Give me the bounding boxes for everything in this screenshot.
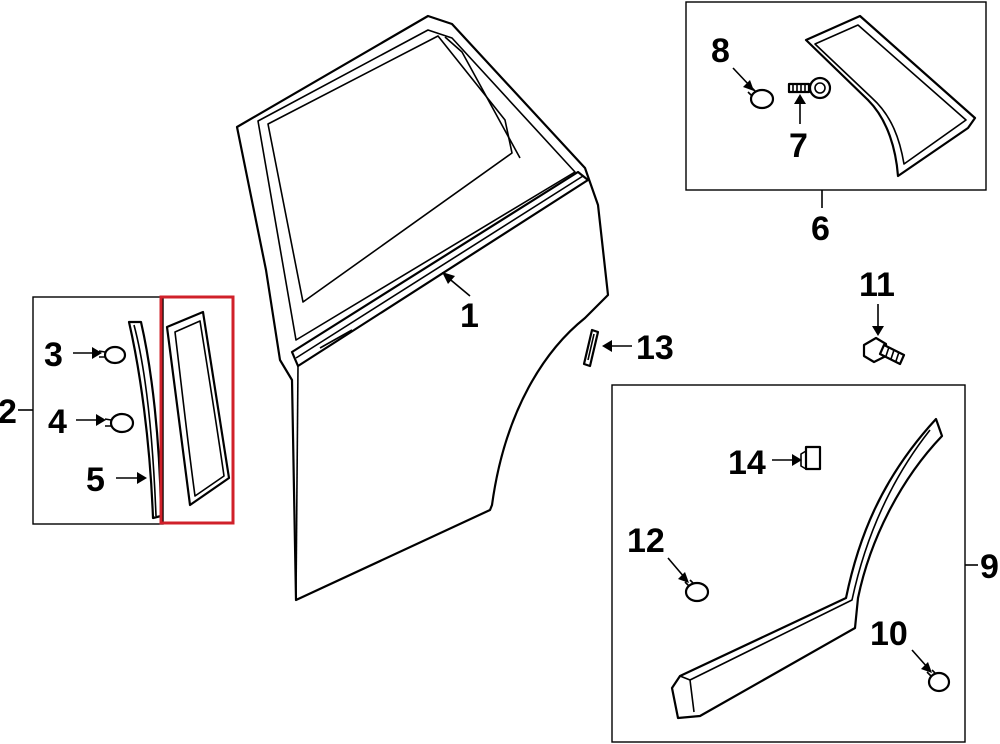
callout-14-label: 14 xyxy=(728,444,766,482)
callout-5[interactable]: 5 xyxy=(86,461,147,499)
callout-3[interactable]: 3 xyxy=(44,336,102,374)
part-13-clip[interactable] xyxy=(582,328,600,368)
callout-13[interactable]: 13 xyxy=(602,329,674,367)
callout-11[interactable]: 11 xyxy=(859,266,895,336)
group-box-6 xyxy=(685,1,987,191)
part-5-seal[interactable] xyxy=(127,320,163,520)
part-3-clip[interactable] xyxy=(98,345,127,365)
part-12-clip[interactable] xyxy=(684,579,710,603)
callout-4-label: 4 xyxy=(48,403,67,441)
callout-12[interactable]: 12 xyxy=(627,522,689,583)
highlight-box xyxy=(159,295,235,525)
callout-9-label: 9 xyxy=(980,548,999,586)
callout-13-label: 13 xyxy=(636,329,674,367)
part-6-molding[interactable] xyxy=(804,14,977,178)
callout-6-label: 6 xyxy=(811,210,830,248)
callout-2-label: 2 xyxy=(0,393,17,431)
callout-8-label: 8 xyxy=(711,32,730,70)
part-10-clip[interactable] xyxy=(926,669,951,693)
callout-1-label: 1 xyxy=(460,297,479,335)
callout-10-label: 10 xyxy=(870,615,908,653)
callout-2[interactable]: 2 xyxy=(0,393,33,431)
callout-7-label: 7 xyxy=(789,127,808,165)
part-8-clip[interactable] xyxy=(747,87,775,110)
callout-7[interactable]: 7 xyxy=(789,94,808,165)
part-14-clip[interactable] xyxy=(800,445,822,471)
callout-4[interactable]: 4 xyxy=(48,403,106,441)
callout-6[interactable]: 6 xyxy=(811,190,830,248)
callout-14[interactable]: 14 xyxy=(728,444,802,482)
callout-11-label: 11 xyxy=(859,266,895,304)
part-4-clip[interactable] xyxy=(104,412,135,434)
part-9-molding[interactable] xyxy=(670,417,944,720)
callout-3-label: 3 xyxy=(44,336,63,374)
rear-door[interactable] xyxy=(235,14,610,602)
part-11-bolt[interactable] xyxy=(862,336,906,366)
callout-1[interactable]: 1 xyxy=(442,272,479,335)
callout-10[interactable]: 10 xyxy=(870,615,932,673)
callout-8[interactable]: 8 xyxy=(711,32,754,91)
part-7-screw[interactable] xyxy=(787,76,832,100)
callout-12-label: 12 xyxy=(627,522,665,560)
callout-9[interactable]: 9 xyxy=(965,548,999,586)
group-box-9 xyxy=(611,384,966,743)
callout-5-label: 5 xyxy=(86,461,105,499)
part-applique-highlighted[interactable] xyxy=(165,310,231,507)
